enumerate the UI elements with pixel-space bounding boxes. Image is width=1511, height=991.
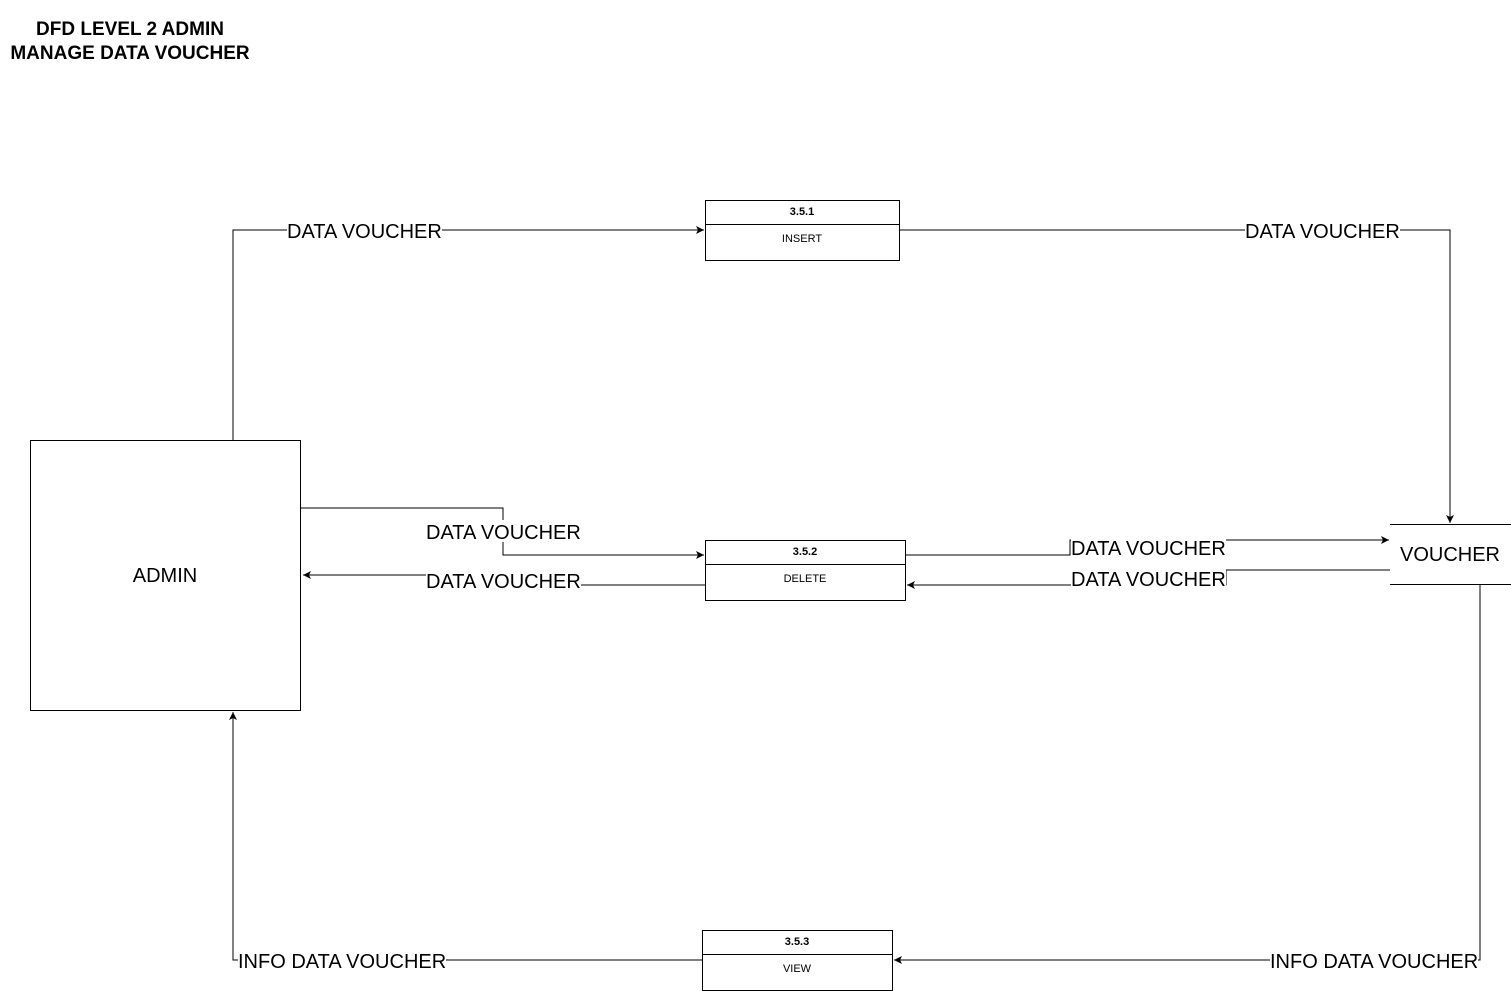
flow-voucher-to-view [894,585,1481,964]
voucher-datastore: VOUCHER [1390,524,1511,585]
flow-delete-to-voucher [905,536,1389,556]
voucher-datastore-label: VOUCHER [1400,544,1500,566]
flow-label-delete-to-admin: DATA VOUCHER [426,571,581,593]
flow-label-voucher-to-view: INFO DATA VOUCHER [1270,951,1478,973]
process-view-id: 3.5.3 [785,936,809,948]
flow-label-delete-to-voucher: DATA VOUCHER [1071,538,1226,560]
flow-label-admin-to-insert: DATA VOUCHER [287,221,442,243]
admin-entity: ADMIN [30,440,301,711]
diagram-title-line-2: MANAGE DATA VOUCHER [10,43,250,64]
flow-insert-to-voucher [899,229,1454,523]
flow-label-admin-to-delete: DATA VOUCHER [426,522,581,544]
process-delete-name: DELETE [784,573,827,585]
admin-entity-label: ADMIN [133,565,197,587]
process-view: 3.5.3 VIEW [702,930,893,991]
diagram-title-line-1: DFD LEVEL 2 ADMIN [36,19,224,40]
process-insert-id: 3.5.1 [790,206,814,218]
process-delete: 3.5.2 DELETE [705,540,906,601]
flow-label-voucher-to-delete: DATA VOUCHER [1071,569,1226,591]
process-insert-name: INSERT [782,233,822,245]
process-insert: 3.5.1 INSERT [705,200,900,261]
process-view-name: VIEW [783,963,812,975]
process-delete-id: 3.5.2 [793,546,817,558]
flow-label-view-to-admin: INFO DATA VOUCHER [238,951,446,973]
flow-label-insert-to-voucher: DATA VOUCHER [1245,221,1400,243]
flow-view-to-admin [229,712,702,961]
flow-admin-to-insert [232,226,704,440]
